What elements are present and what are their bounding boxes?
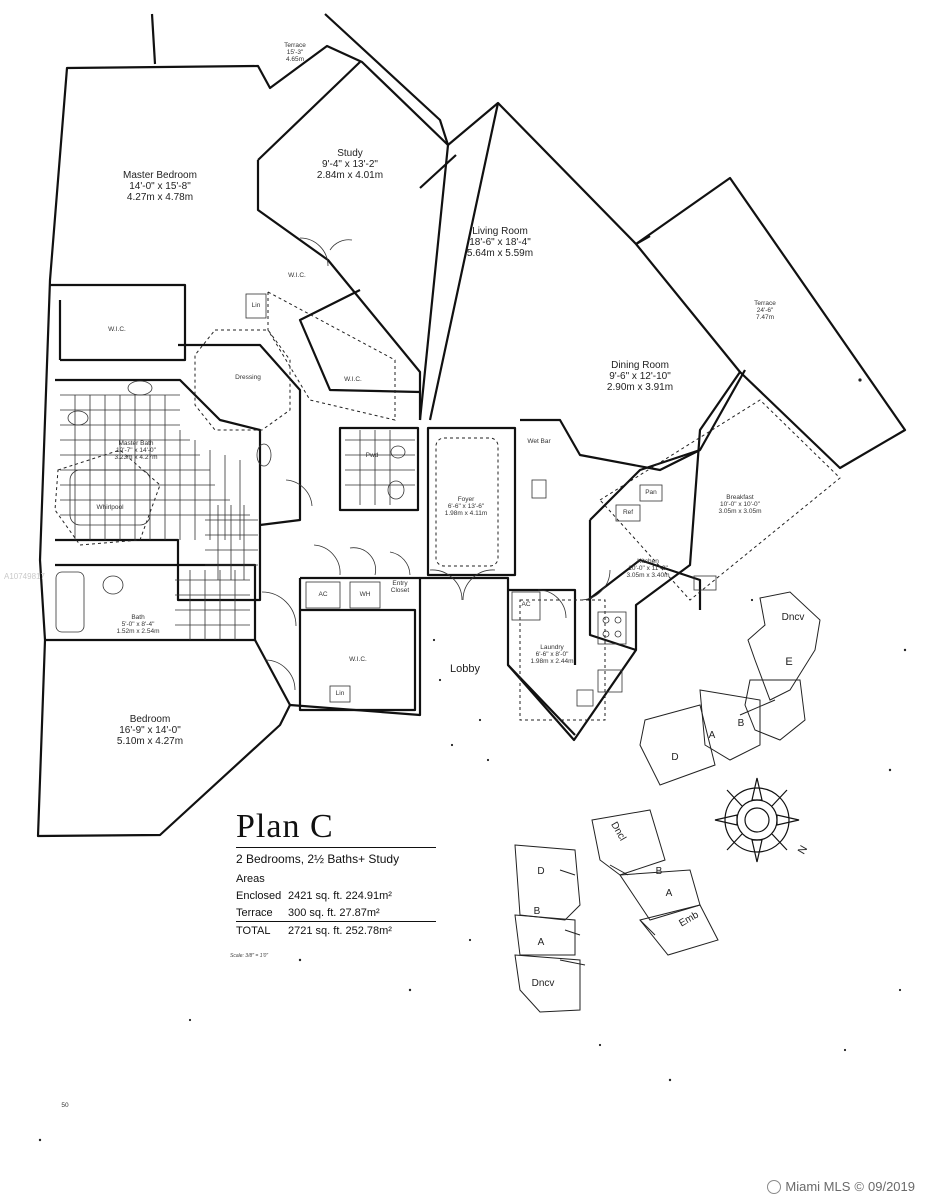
keyplan-unit-label: A [537,937,545,948]
room-label-ref: Ref [622,509,634,516]
master-bath-tiles [60,394,250,540]
mls-logo-icon [767,1179,782,1194]
door-swing [261,591,297,627]
terrace-top-rail [150,13,450,146]
room-label-dressing: Dressing [235,374,261,381]
plan-subtitle: 2 Bedrooms, 2½ Baths+ Study [236,852,400,866]
keyplan-unit-label: D [671,752,679,763]
toilet-icon [256,443,272,467]
compass-rose [714,777,800,863]
sink-icon [67,410,89,426]
margin-mark: 50 [61,1102,69,1109]
keyplan-unit-label: A [708,730,716,741]
room-label-wh: WH [359,591,371,598]
room-label-whirlpool: Whirlpool [96,504,124,511]
room-label-wic-1: W.I.C. [108,326,126,333]
door-swing [579,569,611,601]
stove-icon [597,611,627,645]
key-plan [514,591,821,1013]
keyplan-unit-label: E [785,656,793,668]
room-label-wic-4: W.I.C. [349,656,367,663]
room-label-linen-2: Lin [335,690,345,697]
door-swing [349,547,376,576]
door-swing [264,659,296,691]
sink-icon [127,380,153,396]
keyplan-unit-label: Dncv [531,978,555,989]
room-label-ac-1: AC [318,591,328,598]
room-label-wet-bar: Wet Bar [527,438,551,445]
door-swing [299,237,329,267]
title-underline [236,847,436,848]
powder-tiles [345,430,415,505]
room-label-entry-closet: Entry Closet [390,580,410,594]
door-swing [462,569,496,601]
keyplan-unit-label: D [537,866,545,877]
keyplan-unit-label: B [533,906,541,917]
bath2-tiles [175,570,250,640]
room-label-pantry: Pan [645,489,657,496]
listing-watermark: A10749817 [4,572,45,581]
door-swing [429,569,463,601]
door-swing [285,479,313,507]
plan-title: Plan C [236,808,334,845]
room-label-lobby: Lobby [450,663,480,675]
shower-tiles [205,505,258,580]
areas-heading: Areas [236,872,265,885]
door-swing [329,239,353,251]
keyplan-unit-label: B [737,718,745,729]
door-swing [313,544,341,576]
room-label-powder: Pwd [365,452,379,459]
keyplan-unit-label: A [665,888,673,899]
room-label-wic-3: W.I.C. [344,376,362,383]
room-label-wic-2: W.I.C. [288,272,306,279]
room-label-ac-2: AC [521,601,531,608]
terrace-right-rail [635,176,907,470]
mls-brand: Miami MLS [785,1179,851,1194]
keyplan-unit-label: Dncv [781,612,805,623]
copyright-icon: © [854,1179,864,1194]
sink-icon [390,445,406,459]
toilet-icon [387,480,405,500]
keyplan-unit-label: B [655,866,663,877]
scale-note: Scale: 3/8" = 1'0" [230,953,269,959]
mls-date: 09/2019 [868,1179,915,1194]
whirlpool-icon [69,469,151,526]
door-swing [537,589,567,619]
scan-speckle [38,378,907,1142]
room-label-linen-1: Lin [251,302,261,309]
toilet-icon [102,575,124,595]
door-swing [389,551,411,576]
mls-footer: Miami MLS © 09/2019 [767,1179,915,1194]
